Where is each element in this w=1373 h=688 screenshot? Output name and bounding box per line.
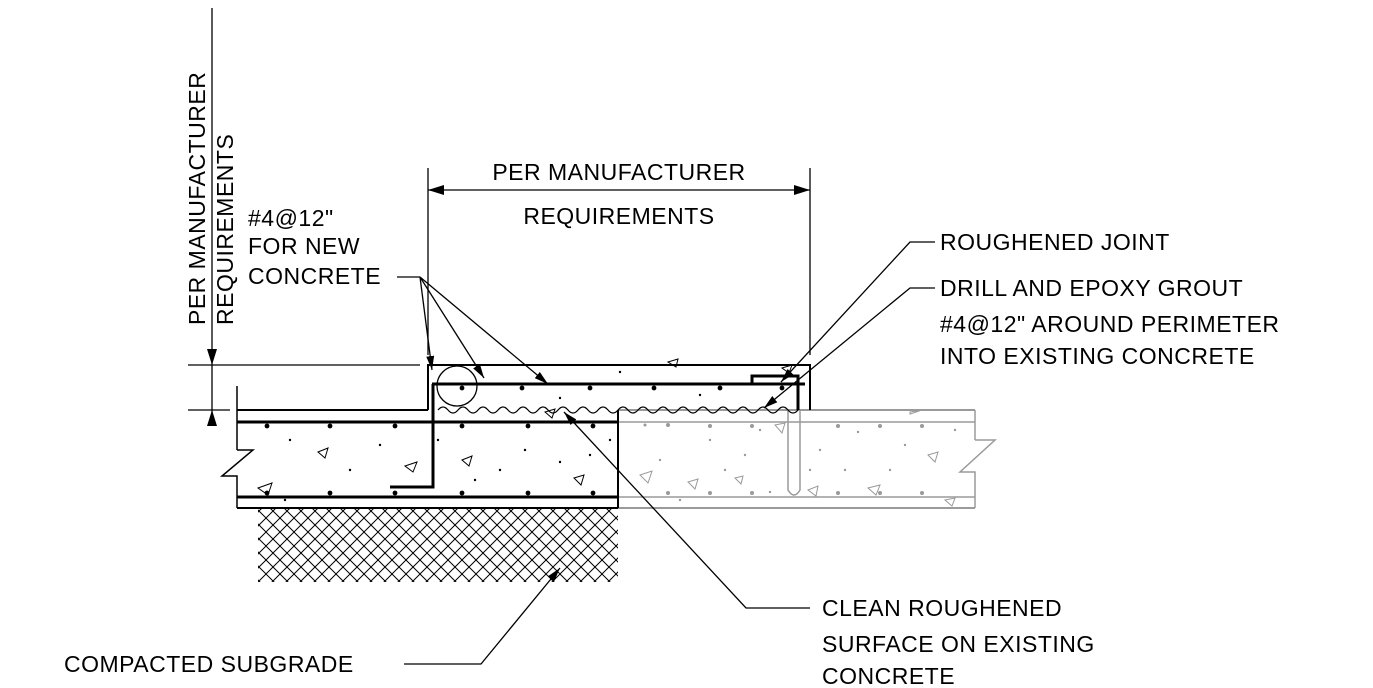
vertical-dimension-label: PER MANUFACTURER REQUIREMENTS bbox=[184, 72, 238, 325]
clean-surface-line-3: CONCRETE bbox=[822, 663, 955, 688]
horizontal-dim-line-1: PER MANUFACTURER bbox=[492, 159, 745, 185]
clean-surface-line-2: SURFACE ON EXISTING bbox=[822, 631, 1095, 657]
drill-epoxy-line-2: #4@12" AROUND PERIMETER bbox=[940, 311, 1280, 337]
rebar-new-line-1: #4@12" bbox=[248, 205, 334, 231]
clean-surface-label: CLEAN ROUGHENED SURFACE ON EXISTING CONC… bbox=[822, 595, 1095, 688]
clean-surface-line-1: CLEAN ROUGHENED bbox=[822, 595, 1062, 621]
compacted-subgrade bbox=[258, 508, 618, 582]
drill-epoxy-label: DRILL AND EPOXY GROUT #4@12" AROUND PERI… bbox=[940, 275, 1280, 369]
drill-epoxy-line-1: DRILL AND EPOXY GROUT bbox=[940, 275, 1243, 301]
horizontal-dimension bbox=[427, 168, 811, 355]
rebar-new-line-3: CONCRETE bbox=[248, 263, 381, 289]
rebar-new-concrete-label: #4@12" FOR NEW CONCRETE bbox=[248, 205, 381, 289]
new-concrete-slab bbox=[219, 358, 811, 509]
leaders bbox=[397, 241, 935, 665]
existing-concrete-slab bbox=[618, 409, 997, 509]
horizontal-dim-line-2: REQUIREMENTS bbox=[523, 203, 714, 229]
subgrade-label: COMPACTED SUBGRADE bbox=[64, 651, 354, 677]
roughened-joint-label: ROUGHENED JOINT bbox=[940, 229, 1170, 255]
vertical-dimension bbox=[188, 8, 420, 426]
drill-epoxy-line-3: INTO EXISTING CONCRETE bbox=[940, 343, 1255, 369]
vertical-dim-line-1: PER MANUFACTURER bbox=[184, 72, 210, 325]
rebar-new-line-2: FOR NEW bbox=[248, 233, 360, 259]
vertical-dim-line-2: REQUIREMENTS bbox=[212, 134, 238, 325]
